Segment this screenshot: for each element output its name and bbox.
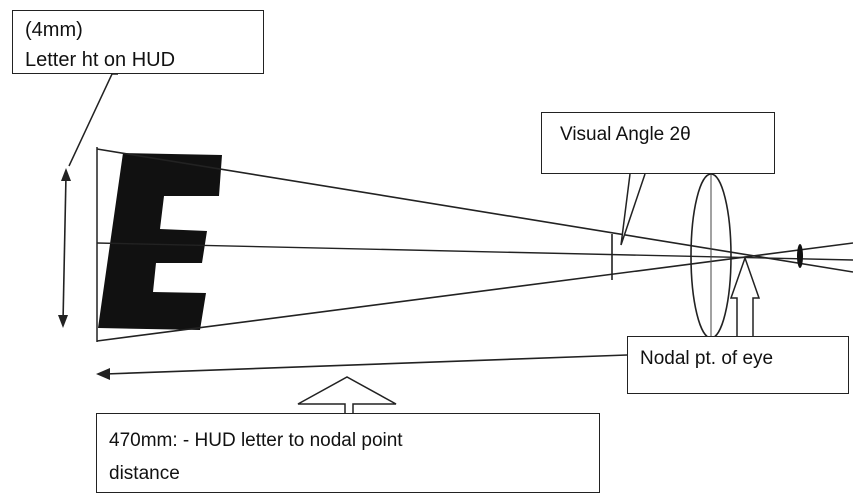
nodal-point-callout: Nodal pt. of eye: [627, 336, 849, 394]
center-axis: [96, 242, 853, 261]
distance-label-line2: distance: [109, 463, 180, 484]
nodal-point-arrow-icon: [729, 255, 761, 338]
nodal-point-label: Nodal pt. of eye: [640, 348, 774, 369]
letter-height-callout: (4mm) Letter ht on HUD: [12, 10, 264, 74]
distance-callout: 470mm: - HUD letter to nodal point dista…: [96, 413, 600, 493]
arrowhead-down-icon: [58, 315, 68, 328]
letter-height-caption: Letter ht on HUD: [25, 49, 176, 71]
distance-pointer-icon: [297, 376, 397, 415]
distance-arrow-line: [104, 354, 628, 375]
letter-height-value: (4mm): [25, 19, 83, 41]
letter-height-arrow: [62, 174, 67, 323]
visual-angle-label: Visual Angle 2θ: [560, 124, 691, 145]
top-ray: [96, 148, 853, 273]
arrowhead-left-icon: [96, 368, 110, 380]
hud-letter-e: [98, 153, 222, 330]
bottom-ray: [96, 242, 853, 342]
arrowhead-up-icon: [61, 168, 71, 181]
visual-angle-pointer: [620, 173, 646, 246]
retina-marker: [797, 244, 803, 268]
visual-angle-callout: Visual Angle 2θ: [541, 112, 775, 174]
distance-label-line1: 470mm: - HUD letter to nodal point: [109, 430, 403, 451]
letter-ht-pointer: [68, 73, 118, 167]
